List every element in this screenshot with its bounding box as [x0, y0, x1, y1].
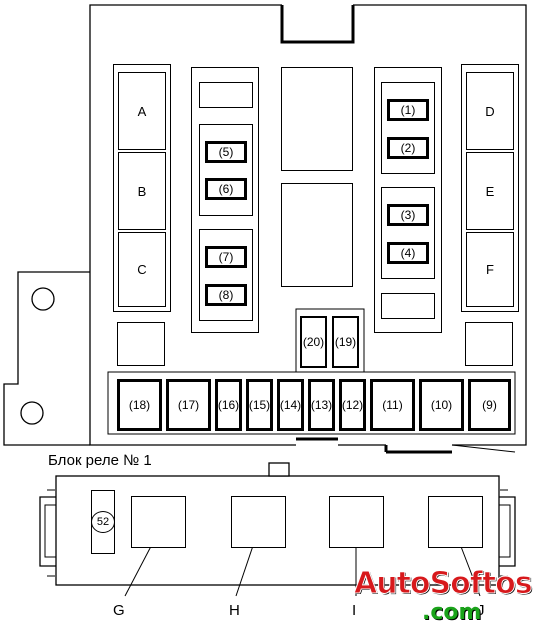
relay-d: D — [466, 72, 514, 150]
fuse-5: (5) — [205, 141, 247, 163]
relay-b: B — [118, 152, 166, 230]
relay-h-label: H — [229, 602, 240, 619]
fuse-6-label: (6) — [218, 182, 234, 196]
fuse-7-label: (7) — [218, 250, 234, 264]
relay-f-label: F — [486, 262, 494, 277]
fuse-9: (9) — [468, 379, 511, 431]
relay-e-label: E — [485, 183, 495, 199]
relay-a-label: A — [137, 103, 147, 119]
fuse-3-label: (3) — [400, 208, 416, 222]
fuse-2: (2) — [387, 137, 429, 159]
relay-i-label: I — [352, 602, 357, 619]
fuse-8-label: (8) — [218, 288, 234, 302]
fuse-2-label: (2) — [400, 141, 416, 155]
relay-i — [329, 496, 384, 548]
relay-g — [131, 496, 186, 548]
fuse-1: (1) — [387, 99, 429, 121]
fuse-19-label: (19) — [334, 335, 357, 349]
center-relay-upper — [281, 67, 353, 171]
relay-d-label: D — [485, 103, 495, 119]
fuse-3: (3) — [387, 204, 429, 226]
fuse-10: (10) — [419, 379, 464, 431]
fuse-17: (17) — [166, 379, 211, 431]
fuse-5-label: (5) — [218, 145, 234, 159]
relay-a: A — [118, 72, 166, 150]
relay-h — [231, 496, 286, 548]
fuse-16-label: (16) — [217, 398, 240, 412]
fuse-8: (8) — [205, 284, 247, 306]
relay-block-title: Блок реле № 1 — [48, 452, 152, 469]
fuse-10-label: (10) — [430, 398, 453, 412]
fuse-20-label: (20) — [302, 335, 325, 349]
relay-e: E — [466, 152, 514, 230]
empty-slot-right-bottom — [381, 293, 435, 319]
fuse-16: (16) — [215, 379, 242, 431]
relay-j — [428, 496, 483, 548]
center-relay-lower — [281, 183, 353, 287]
fuse-18-label: (18) — [128, 398, 151, 412]
relay-c: C — [118, 232, 166, 307]
fuse-17-label: (17) — [177, 398, 200, 412]
fuse-12: (12) — [339, 379, 366, 431]
relay-f: F — [466, 232, 514, 307]
fuse-4-label: (4) — [400, 246, 416, 260]
relay-b-label: B — [137, 183, 147, 199]
relay-j-label: J — [477, 602, 485, 619]
watermark-line2: .com — [422, 600, 482, 625]
fuse-1-label: (1) — [400, 103, 416, 117]
empty-slot-left-top — [199, 82, 253, 108]
fuse-15: (15) — [246, 379, 273, 431]
fuse-11: (11) — [370, 379, 415, 431]
fuse-13: (13) — [308, 379, 335, 431]
fuse-9-label: (9) — [482, 398, 497, 412]
fuse-19: (19) — [332, 316, 359, 368]
fuse-group-5-6 — [199, 124, 253, 216]
fuse-14-label: (14) — [279, 398, 302, 412]
fuse-4: (4) — [387, 242, 429, 264]
fuse-52: 52 — [91, 511, 115, 533]
empty-slot-left — [117, 322, 165, 366]
fuse-7: (7) — [205, 246, 247, 268]
fuse-14: (14) — [277, 379, 304, 431]
fuse-group-7-8 — [199, 229, 253, 321]
fuse-group-1-2 — [381, 82, 435, 174]
relay-g-label: G — [113, 602, 125, 619]
fuse-group-3-4 — [381, 187, 435, 279]
fuse-12-label: (12) — [341, 398, 364, 412]
fuse-11-label: (11) — [382, 398, 403, 412]
watermark-line1: AutoSoftos — [354, 566, 534, 602]
fuse-13-label: (13) — [310, 398, 333, 412]
empty-slot-right — [465, 322, 513, 366]
fuse-18: (18) — [117, 379, 162, 431]
relay-c-label: C — [137, 262, 147, 277]
fuse-20: (20) — [300, 316, 327, 368]
fuse-15-label: (15) — [248, 398, 271, 412]
fuse-6: (6) — [205, 178, 247, 200]
fuse-52-label: 52 — [96, 516, 110, 528]
